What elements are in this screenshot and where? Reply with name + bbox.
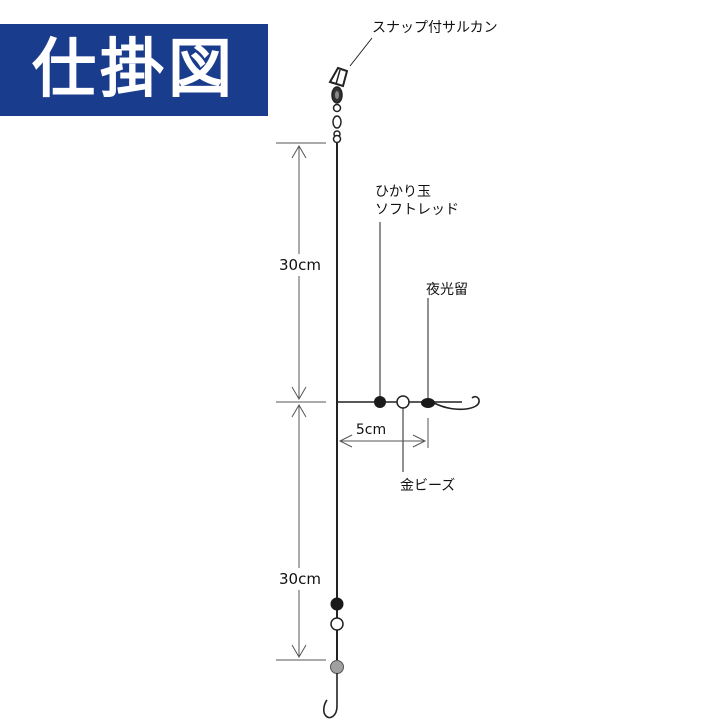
- lower-length-label: 30cm: [279, 570, 321, 588]
- branch-length-label: 5cm: [356, 422, 386, 438]
- gold-bead-icon: [396, 395, 410, 409]
- glow-stopper-icon: [421, 398, 435, 408]
- snap-swivel-label: スナップ付サルカン: [372, 20, 498, 36]
- bottom-hook-icon: [322, 673, 338, 719]
- bottom-dark-bead-icon: [330, 597, 344, 611]
- glow-bead-icon: [374, 396, 386, 408]
- gold-beads-label: 金ビーズ: [400, 478, 455, 494]
- lower-length-dimension: [276, 404, 326, 661]
- upper-length-label: 30cm: [279, 256, 321, 274]
- snap-swivel-icon: [328, 66, 349, 144]
- glow-stopper-label: 夜光留: [426, 282, 468, 298]
- title-banner: 仕掛図: [0, 24, 268, 116]
- glow-bead-label-line1: ひかり玉: [375, 184, 431, 200]
- bottom-white-bead-icon: [330, 617, 344, 631]
- hook-icon: [433, 395, 480, 411]
- branch-length-dimension: [338, 418, 429, 448]
- sinker-icon: [330, 660, 344, 674]
- snap-leader-line: [349, 37, 373, 67]
- page-title: 仕掛図: [32, 33, 236, 107]
- upper-length-dimension: [276, 142, 326, 403]
- glow-bead-label-line2: ソフトレッド: [375, 202, 459, 218]
